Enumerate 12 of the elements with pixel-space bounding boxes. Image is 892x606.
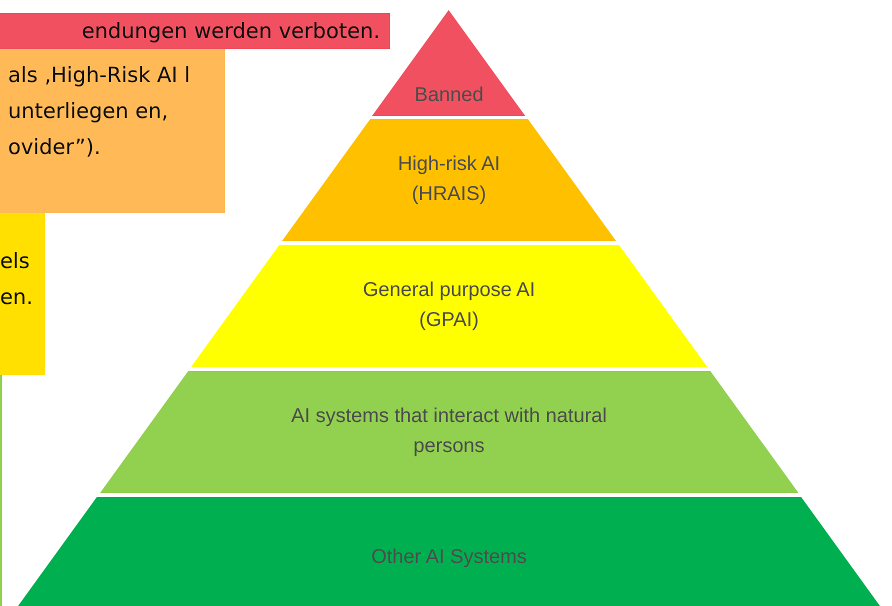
note-box: [0, 213, 45, 375]
tier-label: Banned: [414, 83, 484, 108]
tier-label: General purpose AI (GPAI): [362, 278, 536, 333]
tier-label: Other AI Systems: [370, 545, 528, 570]
note-text: els en.: [0, 248, 34, 311]
tier-label: AI systems that interact with natural persons: [290, 404, 608, 459]
tier-label: High-risk AI (HRAIS): [396, 152, 502, 207]
note-text: als ‚High-Risk AI l unterliegen en, ovider”).: [8, 62, 192, 161]
note-box: [0, 49, 225, 213]
note-box: [0, 13, 390, 49]
note-box: [0, 375, 3, 606]
note-text: endungen werden verboten.: [82, 18, 380, 45]
